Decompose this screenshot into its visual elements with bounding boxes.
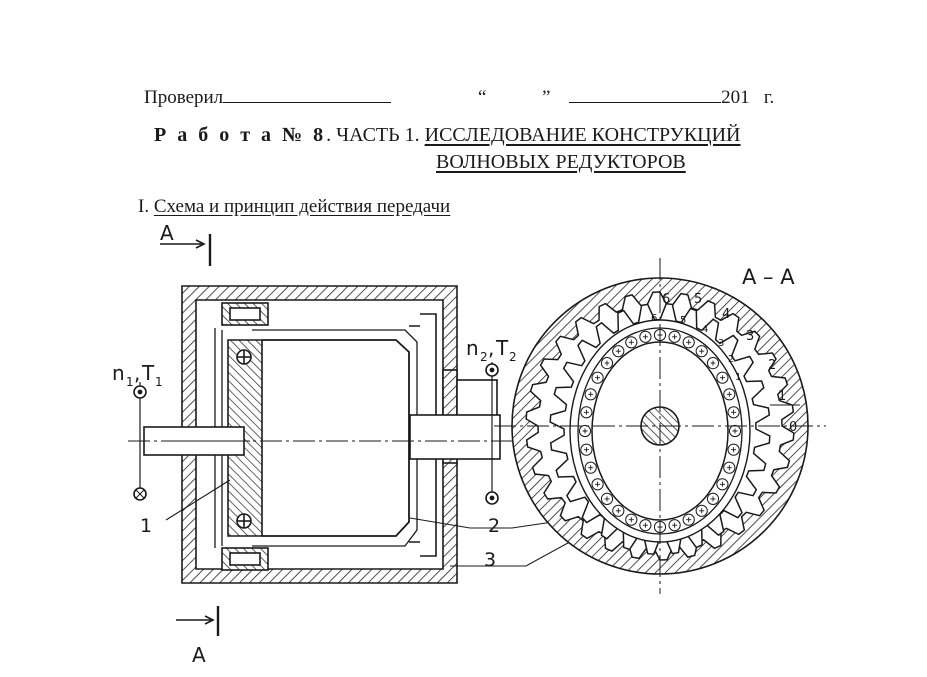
part-label: . ЧАСТЬ 1.	[326, 124, 420, 146]
longitudinal-section	[128, 234, 651, 636]
input-t-label: T	[141, 361, 155, 385]
cross-section	[494, 258, 826, 594]
wave-generator	[227, 339, 263, 537]
section-view-label: A – A	[742, 265, 795, 289]
section-mark-top: A	[160, 221, 174, 245]
output-n-label: n	[466, 336, 479, 360]
checked-label: Проверил	[144, 87, 224, 108]
callout-2: 2	[488, 515, 500, 537]
input-n-label: n	[112, 361, 125, 385]
input-n-sub: 1	[126, 375, 134, 389]
drawing-labels: A A A – A n 1 , T 1 n 2 , T 2 1 2 3 0 1 …	[112, 221, 797, 667]
output-t-sub: 2	[509, 350, 517, 364]
year-suffix: г.	[763, 87, 775, 108]
subject-line-2: ВОЛНОВЫХ РЕДУКТОРОВ	[436, 151, 686, 173]
work-title: Р а б о т а № 8. ЧАСТЬ 1. ИССЛЕДОВАНИЕ К…	[154, 124, 741, 147]
outer-num-4: 4	[722, 307, 730, 322]
svg-text:,: ,	[134, 361, 140, 385]
housing-wall	[181, 285, 458, 584]
outer-num-6: 6	[662, 292, 670, 307]
inner-num-2: 2	[728, 354, 734, 365]
inner-num-6: 6	[651, 313, 657, 324]
work-label: Р а б о т а № 8	[154, 124, 327, 146]
outer-num-0: 0	[789, 420, 797, 435]
output-shaft	[409, 414, 501, 460]
outer-num-1: 1	[778, 389, 786, 404]
date-line: “ ” 201 г.	[478, 86, 774, 109]
date-blank	[569, 86, 722, 103]
inner-num-5: 5	[680, 315, 686, 326]
flexspline-cup	[262, 339, 410, 537]
year: 201	[721, 87, 750, 108]
outer-num-3: 3	[746, 329, 754, 344]
quote-close: ”	[541, 87, 551, 108]
signature-blank	[223, 86, 392, 103]
inner-num-1: 1	[735, 372, 741, 383]
checked-by-line: Проверил	[144, 86, 392, 109]
inner-num-3: 3	[718, 338, 724, 349]
subject-line-1: ИССЛЕДОВАНИЕ КОНСТРУКЦИЙ	[424, 124, 741, 146]
svg-text:,: ,	[488, 336, 494, 360]
callout-1: 1	[140, 515, 152, 537]
bearing-balls	[578, 328, 742, 534]
section-mark-bottom: A	[192, 643, 206, 667]
section-number: I.	[138, 196, 150, 217]
inner-num-4: 4	[702, 324, 708, 335]
section-heading: I. Схема и принцип действия передачи	[138, 196, 450, 218]
callout-3: 3	[484, 549, 496, 571]
outer-num-5: 5	[694, 292, 702, 307]
section-title: Схема и принцип действия передачи	[153, 196, 451, 217]
output-n-sub: 2	[480, 350, 488, 364]
output-t-label: T	[495, 336, 509, 360]
outer-num-2: 2	[768, 358, 776, 373]
input-t-sub: 1	[155, 375, 163, 389]
quote-open: “	[478, 87, 487, 108]
